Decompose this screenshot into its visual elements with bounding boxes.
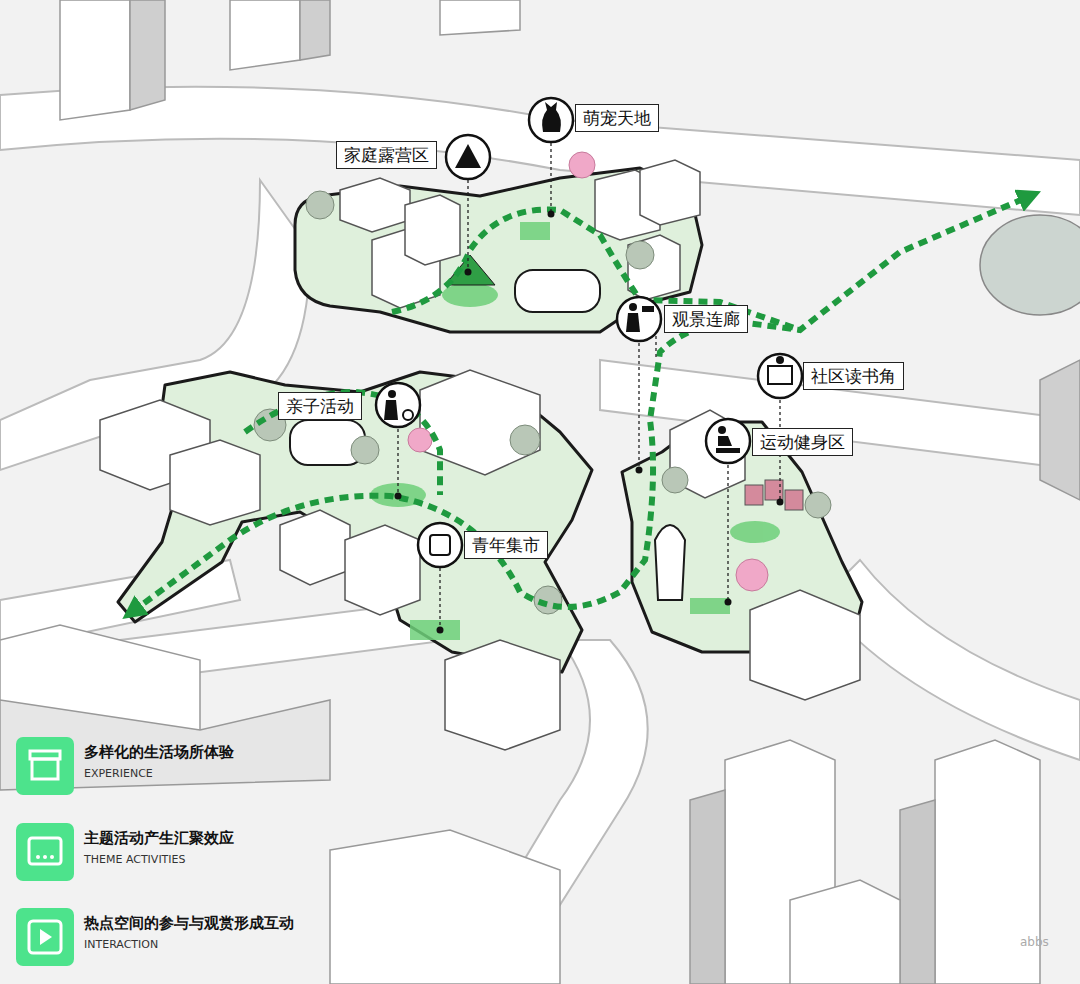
callout-box: 家庭露营区 — [336, 141, 437, 169]
callout-text: 家庭露营区 — [344, 144, 429, 166]
callout-box: 萌宠天地 — [575, 104, 659, 132]
legend-swatch — [16, 737, 74, 795]
legend-text: 多样化的生活场所体验 — [84, 743, 234, 762]
callout-box: 运动健身区 — [752, 428, 853, 456]
callout-box: 亲子活动 — [278, 392, 362, 420]
watermark: abbs — [1020, 935, 1049, 949]
callout-text: 运动健身区 — [760, 431, 845, 453]
legend-swatch — [16, 908, 74, 966]
legend-subtitle: THEME ACTIVITIES — [84, 853, 186, 866]
callout-box: 社区读书角 — [803, 362, 904, 390]
legend-subtitle: INTERACTION — [84, 938, 158, 951]
legend-subtitle: EXPERIENCE — [84, 767, 153, 780]
legend-text: 热点空间的参与与观赏形成互动 — [84, 914, 294, 933]
callout-box: 观景连廊 — [664, 305, 748, 333]
callout-text: 萌宠天地 — [583, 107, 651, 129]
callout-text: 亲子活动 — [286, 395, 354, 417]
legend-text: 主题活动产生汇聚效应 — [84, 829, 234, 848]
callout-box: 青年集市 — [464, 531, 548, 559]
callout-text: 观景连廊 — [672, 308, 740, 330]
legend-swatch — [16, 823, 74, 881]
callout-text: 社区读书角 — [811, 365, 896, 387]
callout-text: 青年集市 — [472, 534, 540, 556]
